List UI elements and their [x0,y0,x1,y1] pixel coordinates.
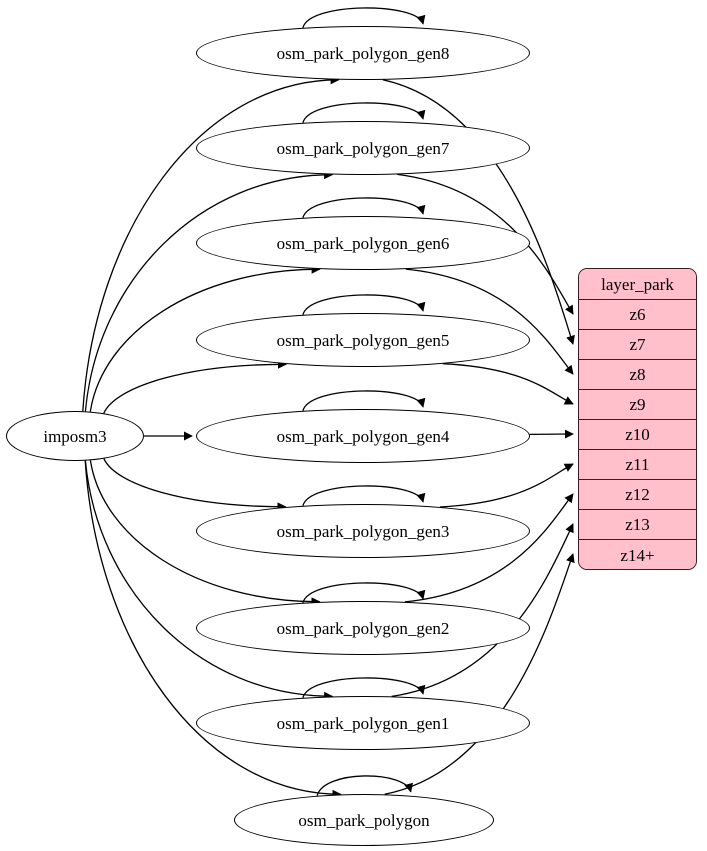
node-gen8[interactable]: osm_park_polygon_gen8 [196,26,530,80]
record-row-z7[interactable]: z7 [579,330,696,360]
record-row-z13[interactable]: z13 [579,510,696,540]
edge-path [439,463,574,508]
node-gen4[interactable]: osm_park_polygon_gen4 [196,409,530,463]
edge-path [302,7,426,29]
edge-path [442,363,574,405]
edge-path [84,170,334,412]
edge-path [302,390,426,412]
edge-path [302,582,426,604]
record-header: layer_park [579,269,696,300]
node-gen3[interactable]: osm_park_polygon_gen3 [196,504,530,558]
record-row-z11[interactable]: z11 [579,450,696,480]
edge-path [302,485,426,507]
node-gen5-label: osm_park_polygon_gen5 [276,330,450,350]
node-gen2-label: osm_park_polygon_gen2 [276,618,450,638]
node-gen8-label: osm_park_polygon_gen8 [276,43,450,63]
node-gen4-label: osm_park_polygon_gen4 [276,426,450,446]
node-gen2[interactable]: osm_park_polygon_gen2 [196,601,530,655]
edge-path [84,460,334,701]
record-row-z6[interactable]: z6 [579,300,696,330]
node-base[interactable]: osm_park_polygon [234,794,494,846]
edge-path [384,553,575,795]
edge-path [103,458,287,512]
record-row-z12[interactable]: z12 [579,480,696,510]
record-row-z8[interactable]: z8 [579,360,696,390]
node-imposm3[interactable]: imposm3 [6,411,144,461]
node-gen7-label: osm_park_polygon_gen7 [276,138,450,158]
record-row-z9[interactable]: z9 [579,390,696,420]
node-base-label: osm_park_polygon [298,810,430,830]
node-gen3-label: osm_park_polygon_gen3 [276,521,450,541]
edge-path [302,102,426,124]
edge-path [302,294,426,316]
edge-path [302,677,426,699]
node-gen1[interactable]: osm_park_polygon_gen1 [196,696,530,750]
node-gen6[interactable]: osm_park_polygon_gen6 [196,216,530,270]
record-row-z10[interactable]: z10 [579,420,696,450]
edge-path [302,197,426,219]
record-row-z14+[interactable]: z14+ [579,540,696,569]
edge-path [103,359,288,414]
node-gen6-label: osm_park_polygon_gen6 [276,233,450,253]
node-gen7[interactable]: osm_park_polygon_gen7 [196,121,530,175]
edge-path [316,775,413,797]
edge-path [382,79,575,345]
node-imposm3-label: imposm3 [43,426,107,446]
node-gen1-label: osm_park_polygon_gen1 [276,713,450,733]
node-gen5[interactable]: osm_park_polygon_gen5 [196,313,530,367]
